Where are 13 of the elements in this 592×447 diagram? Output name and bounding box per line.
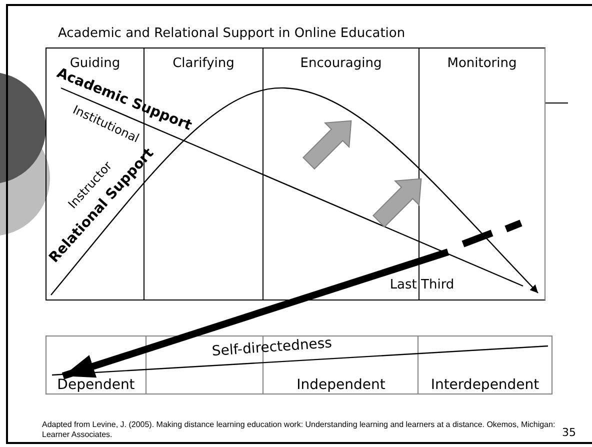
- cell-label: Interdependent: [430, 376, 540, 392]
- column-heading: Encouraging: [300, 55, 382, 74]
- cell-label: Dependent: [57, 376, 135, 392]
- column-heading: Guiding: [70, 55, 120, 72]
- column-heading: Clarifying: [172, 55, 234, 74]
- title: Academic and Relational Support in Online Education: [58, 25, 406, 43]
- caption: Adapted from Levine, J. (2005). Making distance learning education work: Understanding learning and learners at a distance. Okemos, Michigan: Learner Associates.: [42, 420, 556, 440]
- page-number: 35: [562, 425, 576, 441]
- line-label: Self-directedness: [211, 334, 333, 362]
- column-heading: Monitoring: [447, 55, 517, 74]
- region-label: Last Third: [390, 276, 454, 294]
- thick-arrow: [62, 248, 450, 380]
- cell-label: Independent: [296, 376, 386, 392]
